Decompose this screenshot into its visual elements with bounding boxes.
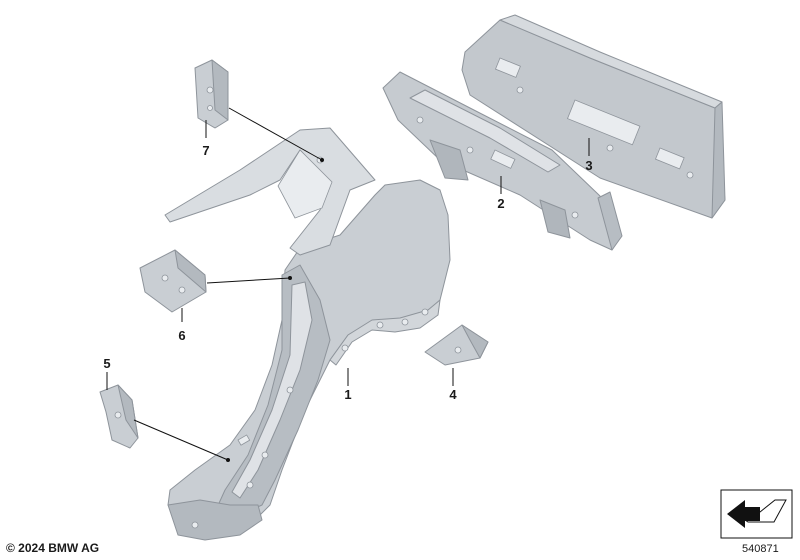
callout-1: 1 <box>344 387 351 402</box>
callout-labels: 7 6 5 1 4 2 3 <box>103 143 592 402</box>
callout-5: 5 <box>103 356 110 371</box>
callout-3: 3 <box>585 158 592 173</box>
part-5-bracket[interactable] <box>99 384 139 449</box>
callout-7: 7 <box>202 143 209 158</box>
copyright-text: © 2024 BMW AG <box>6 541 100 555</box>
callout-2: 2 <box>497 196 504 211</box>
part-7-bracket[interactable] <box>194 59 229 129</box>
view-direction-icon <box>720 489 793 539</box>
part-2-cross-member[interactable] <box>382 71 623 251</box>
reference-number: 540871 <box>742 543 779 555</box>
part-1-side-panel[interactable] <box>164 127 451 541</box>
part-3-rear-panel[interactable] <box>461 14 726 219</box>
part-6-reinforcement[interactable] <box>139 249 207 313</box>
callout-4: 4 <box>449 387 457 402</box>
leader-lines <box>106 107 590 462</box>
part-4-gusset[interactable] <box>424 324 489 366</box>
callout-6: 6 <box>178 328 185 343</box>
